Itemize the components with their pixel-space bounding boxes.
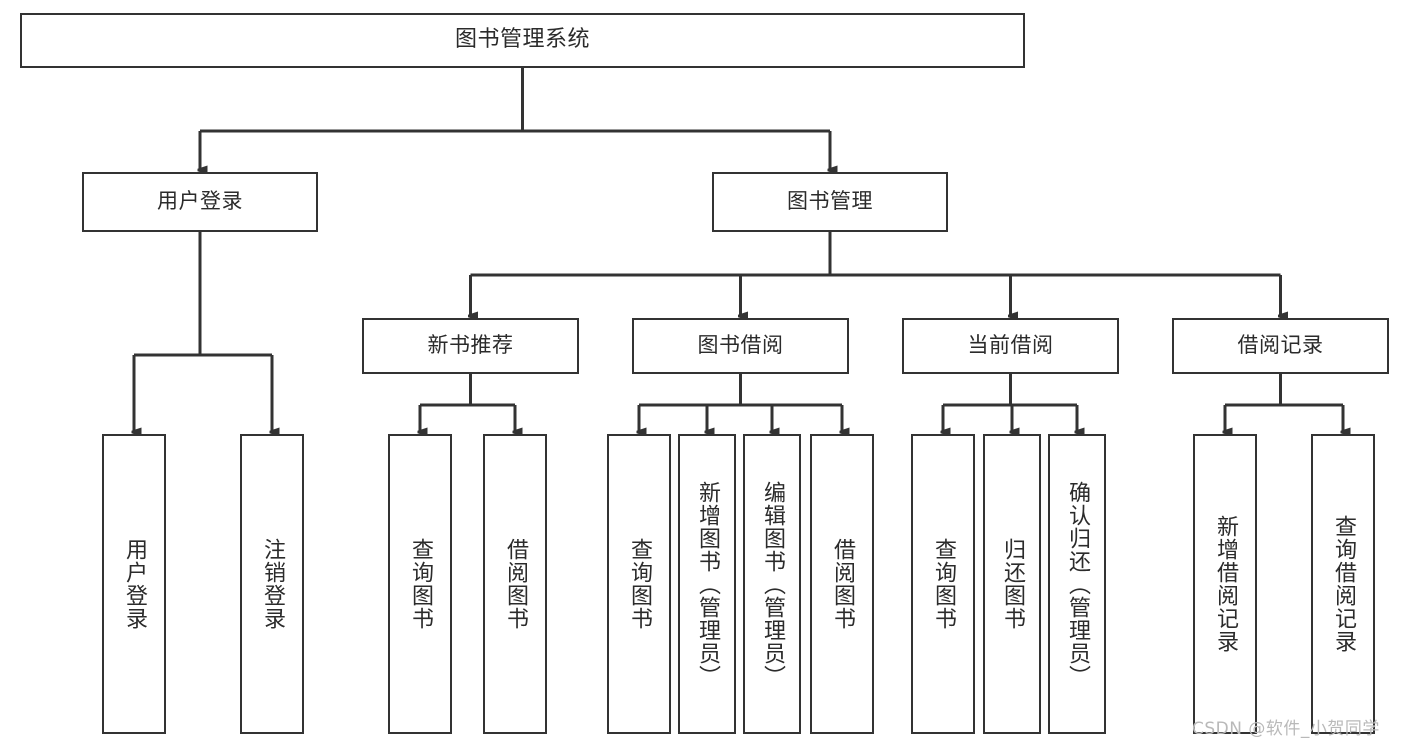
- node-borrow-record[interactable]: 借阅记录: [1172, 318, 1389, 374]
- node-book-manage[interactable]: 图书管理: [712, 172, 948, 232]
- node-label-book-borrow: 图书借阅: [697, 333, 784, 358]
- node-label-leaf-borrow-book-1: 借阅图书: [502, 538, 528, 630]
- node-label-leaf-query-borrow-record: 查询借阅记录: [1330, 515, 1356, 653]
- node-root[interactable]: 图书管理系统: [20, 13, 1025, 68]
- node-leaf-query-book-2[interactable]: 查询图书: [607, 434, 671, 734]
- edges-group: [134, 68, 1343, 432]
- node-label-leaf-query-book-1: 查询图书: [407, 538, 433, 630]
- node-label-leaf-borrow-book-2: 借阅图书: [829, 538, 855, 630]
- node-label-leaf-query-book-3: 查询图书: [930, 538, 956, 630]
- node-label-root: 图书管理系统: [454, 27, 590, 53]
- node-user-login[interactable]: 用户登录: [82, 172, 318, 232]
- node-leaf-edit-book-admin[interactable]: 编辑图书（管理员）: [743, 434, 801, 734]
- node-label-leaf-edit-book-admin: 编辑图书（管理员）: [759, 480, 785, 688]
- node-leaf-query-book-1[interactable]: 查询图书: [388, 434, 452, 734]
- node-leaf-user-login[interactable]: 用户登录: [102, 434, 166, 734]
- node-new-book-recommend[interactable]: 新书推荐: [362, 318, 579, 374]
- node-leaf-borrow-book-1[interactable]: 借阅图书: [483, 434, 547, 734]
- node-label-leaf-return-book: 归还图书: [999, 538, 1025, 630]
- node-label-new-book-recommend: 新书推荐: [427, 333, 514, 358]
- node-leaf-query-borrow-record[interactable]: 查询借阅记录: [1311, 434, 1375, 734]
- node-leaf-query-book-3[interactable]: 查询图书: [911, 434, 975, 734]
- node-label-current-borrow: 当前借阅: [967, 333, 1054, 358]
- node-label-leaf-query-book-2: 查询图书: [626, 538, 652, 630]
- node-leaf-add-borrow-record[interactable]: 新增借阅记录: [1193, 434, 1257, 734]
- node-leaf-add-book-admin[interactable]: 新增图书（管理员）: [678, 434, 736, 734]
- node-current-borrow[interactable]: 当前借阅: [902, 318, 1119, 374]
- node-label-leaf-add-borrow-record: 新增借阅记录: [1212, 515, 1238, 653]
- node-book-borrow[interactable]: 图书借阅: [632, 318, 849, 374]
- node-leaf-user-logout[interactable]: 注销登录: [240, 434, 304, 734]
- node-label-leaf-add-book-admin: 新增图书（管理员）: [694, 480, 720, 688]
- node-leaf-borrow-book-2[interactable]: 借阅图书: [810, 434, 874, 734]
- node-leaf-confirm-return-admin[interactable]: 确认归还（管理员）: [1048, 434, 1106, 734]
- node-label-leaf-user-login: 用户登录: [121, 538, 147, 630]
- node-label-leaf-user-logout: 注销登录: [259, 538, 285, 630]
- node-label-borrow-record: 借阅记录: [1237, 333, 1324, 358]
- node-label-leaf-confirm-return-admin: 确认归还（管理员）: [1064, 480, 1090, 688]
- node-label-book-manage: 图书管理: [787, 189, 873, 214]
- node-leaf-return-book[interactable]: 归还图书: [983, 434, 1041, 734]
- node-label-user-login: 用户登录: [157, 189, 243, 214]
